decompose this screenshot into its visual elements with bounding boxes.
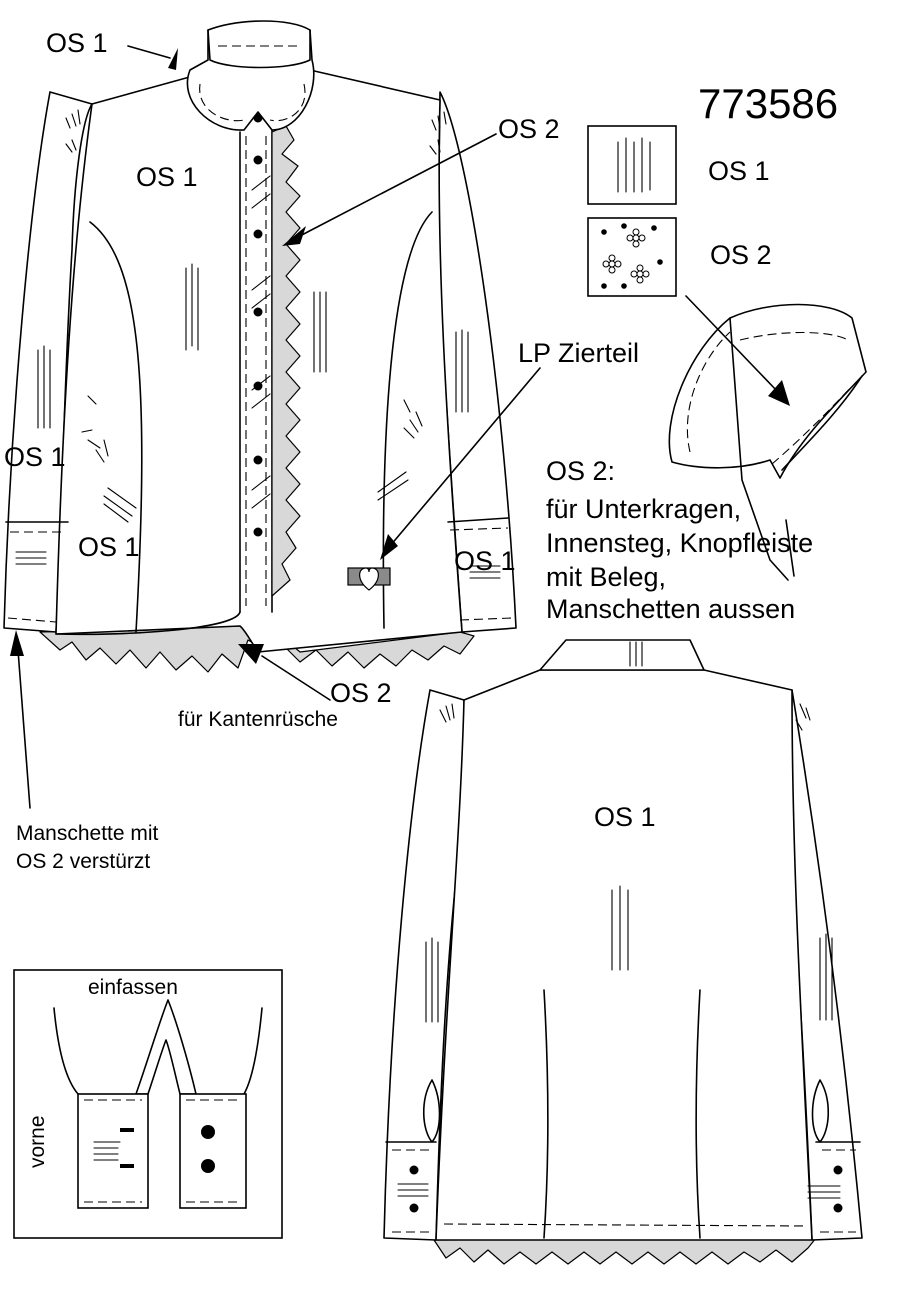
cuff-button	[201, 1125, 215, 1139]
pointer-arrows	[10, 45, 795, 809]
legend-swatch-os2	[587, 217, 677, 297]
placket-ruffle	[271, 125, 301, 597]
notes-line1: für Unterkragen,	[546, 494, 741, 524]
cuff-note-line2: OS 2 verstürzt	[16, 850, 150, 873]
back-view	[383, 639, 863, 1265]
front-view	[3, 20, 517, 673]
hem-ruffle-back	[433, 1237, 817, 1265]
front-left-lower-label: OS 1	[78, 532, 140, 562]
cuff-note-line1: Manschette mit	[16, 822, 159, 845]
notes-title: OS 2:	[546, 456, 615, 486]
hem-ruffle-label: OS 2	[330, 678, 392, 708]
back-body-label: OS 1	[594, 802, 656, 832]
collar-label: OS 1	[46, 28, 108, 58]
legend	[587, 125, 677, 297]
article-number: 773586	[698, 80, 838, 127]
front-body-label: OS 1	[136, 162, 198, 192]
placket-arrow-label: OS 2	[498, 114, 560, 144]
notes-line3: mit Beleg,	[546, 562, 666, 592]
flower-pattern-icon	[602, 228, 650, 284]
cuff-button	[201, 1159, 215, 1173]
legend-label-os1: OS 1	[708, 156, 770, 186]
heart-icon	[359, 567, 379, 591]
labels: 773586 OS 1 OS 2 OS 1 OS 1 OS 1 OS 1 OS …	[4, 28, 838, 1168]
cuff-detail	[13, 969, 283, 1239]
cuff-detail-side-label: vorne	[26, 1115, 49, 1168]
collar-detail	[668, 303, 867, 581]
notes-line2: Innensteg, Knopfleiste	[546, 528, 813, 558]
cuff-detail-title: einfassen	[88, 976, 178, 999]
hem-ruffle-note: für Kantenrüsche	[178, 708, 338, 731]
front-collar	[186, 20, 315, 131]
front-left-sleeve-label: OS 1	[4, 442, 66, 472]
legend-label-os2: OS 2	[710, 240, 772, 270]
front-body	[55, 69, 463, 653]
notes-line4: Manschetten aussen	[546, 594, 795, 624]
legend-swatch-os1	[587, 125, 677, 205]
front-right-cuff-label: OS 1	[454, 546, 516, 576]
decor-label: LP Zierteil	[518, 338, 639, 368]
